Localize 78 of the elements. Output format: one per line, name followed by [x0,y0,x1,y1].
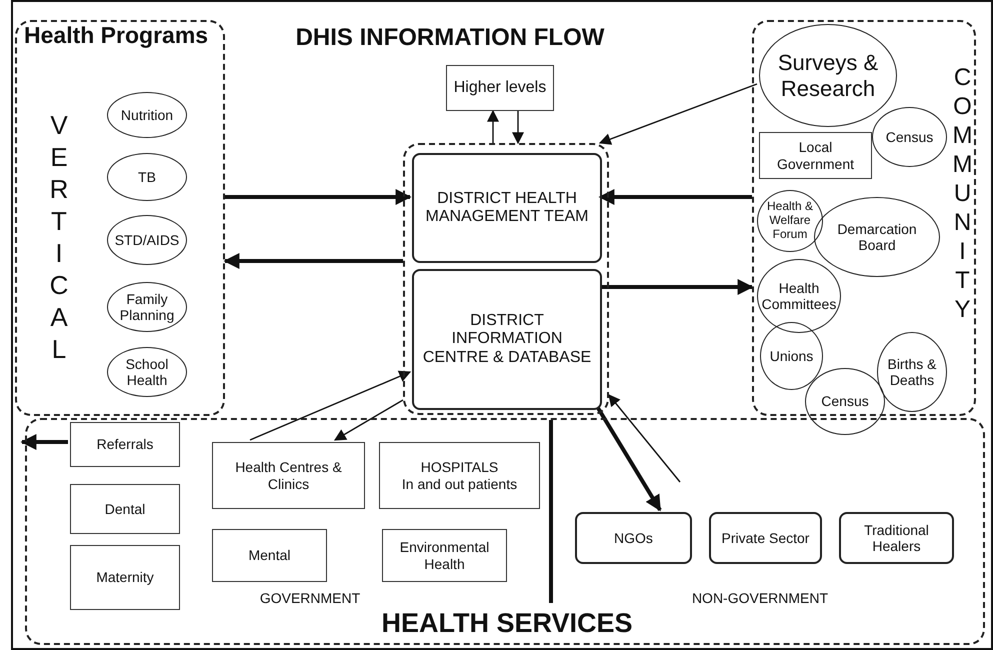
program-ellipse [107,347,187,397]
node-text: Traditional Healers [863,522,930,554]
program-ellipse [107,282,187,332]
node-text: DISTRICT HEALTH MANAGEMENT TEAM [424,190,590,226]
service-box [212,442,365,509]
level-box [446,65,554,111]
team-box [412,153,602,263]
arrow [225,189,412,205]
service-box [575,512,692,564]
node-text: Health Committees [760,280,838,312]
node-text: Surveys & Research [776,50,880,101]
service-box [70,484,180,534]
service-box [839,512,954,564]
node-text: Mental [247,547,292,564]
database-box [412,269,602,410]
node-text: Local Government [776,139,856,172]
section-label: GOVERNMENT [258,590,362,606]
node-text: Family Planning [118,290,176,324]
community-ellipse [814,197,940,277]
node-text: DISTRICT INFORMATION CENTRE & DATABASE [422,312,592,368]
service-box [70,422,180,467]
arrow [608,394,681,482]
community-ellipse [872,107,947,167]
node-text: Higher levels [452,78,548,98]
section-label: NON-GOVERNMENT [690,590,830,606]
service-box [70,545,180,610]
service-box [709,512,822,564]
node-text: Private Sector [720,530,810,546]
node-text: Dental [104,500,146,518]
node-text: Referrals [96,436,154,453]
node-text: HOSPITALS [420,459,500,476]
node-text: In and out patients [400,476,518,492]
node-text: Health & Welfare Forum [766,200,814,242]
arrow [250,370,412,441]
group-panel [25,418,985,645]
node-text: STD/AIDS [114,232,180,248]
vertical-heading: COMMUNITY [950,64,974,325]
program-ellipse [107,92,187,138]
arrow [223,253,403,269]
node-text: Census [820,393,870,410]
program-ellipse [107,215,187,265]
arrow [600,279,754,295]
centre-container [403,143,609,415]
node-text: TB [137,168,157,186]
title: DHIS INFORMATION FLOW [294,24,606,52]
node-text: School Health [124,356,170,388]
community-ellipse [805,368,885,435]
community-ellipse [760,322,823,390]
service-box [212,529,327,582]
arrow [487,110,499,143]
node-text: Demarcation Board [836,220,918,254]
node-text: Maternity [95,569,155,586]
node-text: NGOs [613,530,654,546]
group-panel [752,20,976,416]
arrow [512,111,524,144]
node-text: Health Centres & Clinics [234,459,343,492]
node-text: Census [884,128,934,146]
community-ellipse [759,24,897,127]
group-panel [15,20,225,416]
vertical-heading: VERTICAL [46,110,72,366]
arrow [596,406,662,512]
group-heading: HEALTH SERVICES [380,610,634,637]
program-ellipse [107,153,187,201]
arrow [598,189,752,205]
community-ellipse [877,332,947,412]
node-text: Environmental Health [398,539,490,572]
community-ellipse [757,190,823,252]
arrow [334,399,404,441]
arrow [20,434,68,450]
group-heading: Health Programs [24,24,210,47]
community-ellipse [757,259,841,333]
service-box [379,442,540,509]
node-text: Births & Deaths [886,356,938,388]
node-text: Unions [768,348,814,364]
arrow [598,83,758,145]
node-text: Nutrition [120,106,174,124]
community-box [759,132,872,179]
service-box [382,529,507,582]
